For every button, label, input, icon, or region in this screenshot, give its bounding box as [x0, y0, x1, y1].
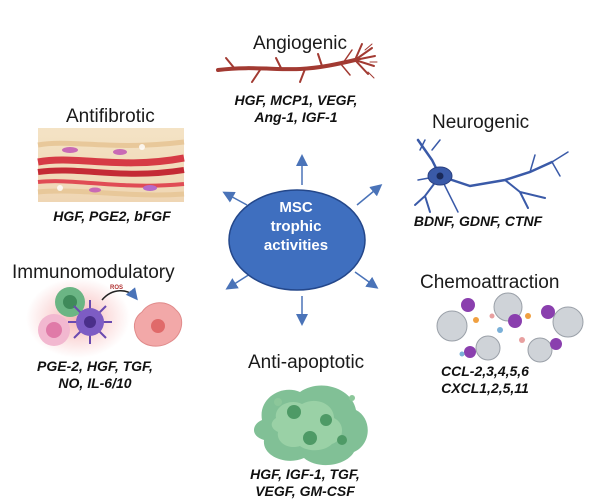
- chemoattraction-factors-line-1: CCL-2,3,4,5,6: [441, 363, 529, 379]
- arrow-upper-right: [356, 184, 383, 206]
- ros-label: ROS: [110, 285, 124, 291]
- blood-vessel-icon: [216, 43, 378, 83]
- angiogenic-title: Angiogenic: [253, 33, 348, 54]
- immunomodulatory-factors: PGE-2, HGF, TGF, NO, IL-6/10: [20, 358, 170, 392]
- immunomodulatory-factors-line-2: NO, IL-6/10: [58, 375, 132, 391]
- angiogenic-factors: HGF, MCP1, VEGF, Ang-1, IGF-1: [216, 92, 376, 126]
- antiapoptotic-title: Anti-apoptotic: [248, 352, 365, 373]
- antifibrotic-title: Antifibrotic: [66, 106, 155, 127]
- chemoattraction-title: Chemoattraction: [420, 272, 560, 293]
- antiapoptotic-factors-line-2: VEGF, GM-CSF: [255, 483, 355, 499]
- antiapoptotic-factors-line-1: HGF, IGF-1, TGF,: [250, 466, 360, 482]
- antifibrotic-factors: HGF, PGE2, bFGF: [53, 208, 171, 224]
- immunomodulatory-factors-line-1: PGE-2, HGF, TGF,: [37, 358, 153, 374]
- arrow-lower-right: [354, 271, 379, 289]
- center-line-1: MSC: [279, 199, 313, 216]
- antiapoptotic-factors: HGF, IGF-1, TGF, VEGF, GM-CSF: [230, 466, 380, 500]
- chemoattraction-cells-icon: [436, 292, 584, 363]
- neuron-icon: [414, 138, 569, 213]
- immunomodulatory-title: Immunomodulatory: [12, 262, 175, 283]
- fibrotic-tissue-icon: [37, 128, 185, 202]
- msc-center-ellipse: [228, 189, 366, 291]
- immune-cells-icon: [26, 278, 183, 358]
- chemoattraction-factors: CCL-2,3,4,5,6 CXCL1,2,5,11: [420, 363, 550, 397]
- chemoattraction-factors-line-2: CXCL1,2,5,11: [441, 380, 529, 396]
- arrow-upper-left: [222, 191, 248, 206]
- center-label: MSC trophic activities: [228, 198, 364, 255]
- angiogenic-factors-line-1: HGF, MCP1, VEGF,: [234, 92, 358, 108]
- apoptotic-cells-icon: [254, 385, 368, 466]
- center-line-2: trophic: [270, 218, 322, 235]
- neurogenic-factors: BDNF, GDNF, CTNF: [413, 213, 543, 229]
- arrows: [222, 154, 383, 326]
- neurogenic-title: Neurogenic: [432, 112, 530, 133]
- angiogenic-factors-line-2: Ang-1, IGF-1: [254, 109, 338, 125]
- arrow-lower-left: [225, 273, 251, 290]
- center-line-3: activities: [263, 237, 329, 254]
